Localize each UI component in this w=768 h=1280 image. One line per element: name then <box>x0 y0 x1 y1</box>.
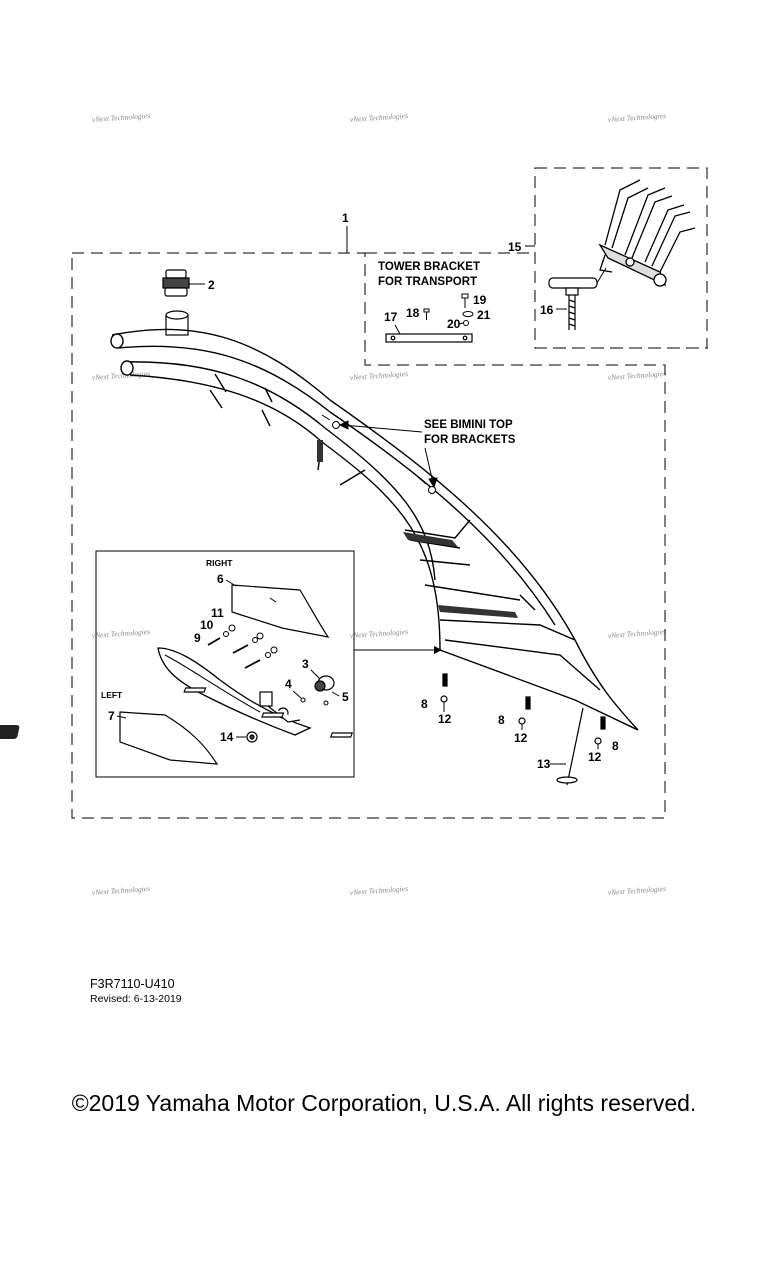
callout-14: 14 <box>220 730 234 744</box>
watermark: vNext Technologies <box>608 884 667 897</box>
part-7-left-panel <box>119 711 219 765</box>
tower-bracket-points <box>321 414 436 494</box>
part-10-washer <box>223 631 271 658</box>
callout-17: 17 <box>384 310 398 324</box>
callout-18: 18 <box>406 306 420 320</box>
callout-5: 5 <box>342 690 349 704</box>
part-16-knob <box>548 277 598 330</box>
tower-bracket-note-line2: FOR TRANSPORT <box>378 276 477 288</box>
callout-21: 21 <box>477 308 491 322</box>
part-8-pad <box>183 687 354 738</box>
callout-15: 15 <box>508 240 522 254</box>
callout-6: 6 <box>217 572 224 586</box>
rack-boundary <box>534 167 708 349</box>
watermark: vNext Technologies <box>350 884 409 897</box>
callout-4: 4 <box>285 677 292 691</box>
callout-1: 1 <box>342 211 349 225</box>
callout-2: 2 <box>208 278 215 292</box>
bimini-note-line1: SEE BIMINI TOP <box>424 419 513 431</box>
callout-16: 16 <box>540 303 554 317</box>
tower-detail <box>317 440 518 618</box>
revision-date: Revised: 6-13-2019 <box>90 993 182 1005</box>
callout-3: 3 <box>302 657 309 671</box>
callout-7: 7 <box>108 709 115 723</box>
leader-4 <box>292 690 302 699</box>
watermark: vNext Technologies <box>350 111 409 124</box>
tower-tube-end <box>165 310 189 336</box>
part-18-screw <box>423 308 430 320</box>
watermark: vNext Technologies <box>92 627 151 640</box>
part-12-screw <box>440 673 606 745</box>
callout-9: 9 <box>194 631 201 645</box>
callout-12: 12 <box>588 750 602 764</box>
callout-13: 13 <box>537 757 551 771</box>
callout-12: 12 <box>438 712 452 726</box>
copyright-notice: ©2019 Yamaha Motor Corporation, U.S.A. A… <box>71 1090 697 1116</box>
tower-bracket-note-line1: TOWER BRACKET <box>378 261 480 273</box>
callout-11: 11 <box>211 606 224 620</box>
part-4-washer <box>300 697 306 703</box>
watermark: vNext Technologies <box>608 111 667 124</box>
callout-20: 20 <box>447 317 461 331</box>
watermark: vNext Technologies <box>350 627 409 640</box>
leader-16-rack <box>596 267 607 284</box>
part-15-wakeboard-rack <box>598 179 696 287</box>
part-20-nut <box>463 320 469 326</box>
callout-19: 19 <box>473 293 487 307</box>
watermarks: vNext Technologies vNext Technologies vN… <box>92 111 667 897</box>
right-label: RIGHT <box>206 558 233 568</box>
leader-20 <box>458 322 464 325</box>
part-14-nut <box>246 731 258 743</box>
callout-12: 12 <box>514 731 528 745</box>
part-3-knob <box>314 675 335 692</box>
part-21-washer <box>462 311 474 317</box>
leader-6 <box>225 579 237 587</box>
left-label: LEFT <box>101 690 123 700</box>
watermark: vNext Technologies <box>92 369 151 382</box>
watermark: vNext Technologies <box>92 111 151 124</box>
leader-5 <box>331 691 340 697</box>
watermark: vNext Technologies <box>608 369 667 382</box>
badge-text: 212X <box>137 728 163 739</box>
leader-3 <box>310 669 321 680</box>
part-13-rod <box>556 707 584 786</box>
bimini-note-line2: FOR BRACKETS <box>424 434 516 446</box>
part-17-bracket-bar <box>385 333 473 343</box>
callout-10: 10 <box>200 618 214 632</box>
watermark: vNext Technologies <box>350 369 409 382</box>
panel-mark <box>269 597 277 603</box>
leader-17 <box>394 324 401 335</box>
part-9-screw <box>207 637 261 669</box>
watermark: vNext Technologies <box>92 884 151 897</box>
part-11-nut <box>228 624 278 654</box>
callout-8: 8 <box>498 713 505 727</box>
callout-8: 8 <box>421 697 428 711</box>
side-panel-inset <box>95 550 355 778</box>
badge-212x: 212X <box>0 725 163 739</box>
panel-edge <box>164 654 261 713</box>
bimini-arrows <box>338 420 438 489</box>
part-2-cap <box>162 269 190 297</box>
watermark: vNext Technologies <box>608 627 667 640</box>
leader-7 <box>116 715 127 719</box>
inset-leader-arrow <box>434 646 442 654</box>
part-code: F3R7110-U410 <box>90 977 175 991</box>
part-19-bolt <box>461 293 469 308</box>
part-5-washer <box>323 700 329 706</box>
part-6-right-panel <box>231 584 330 638</box>
callout-8: 8 <box>612 739 619 753</box>
